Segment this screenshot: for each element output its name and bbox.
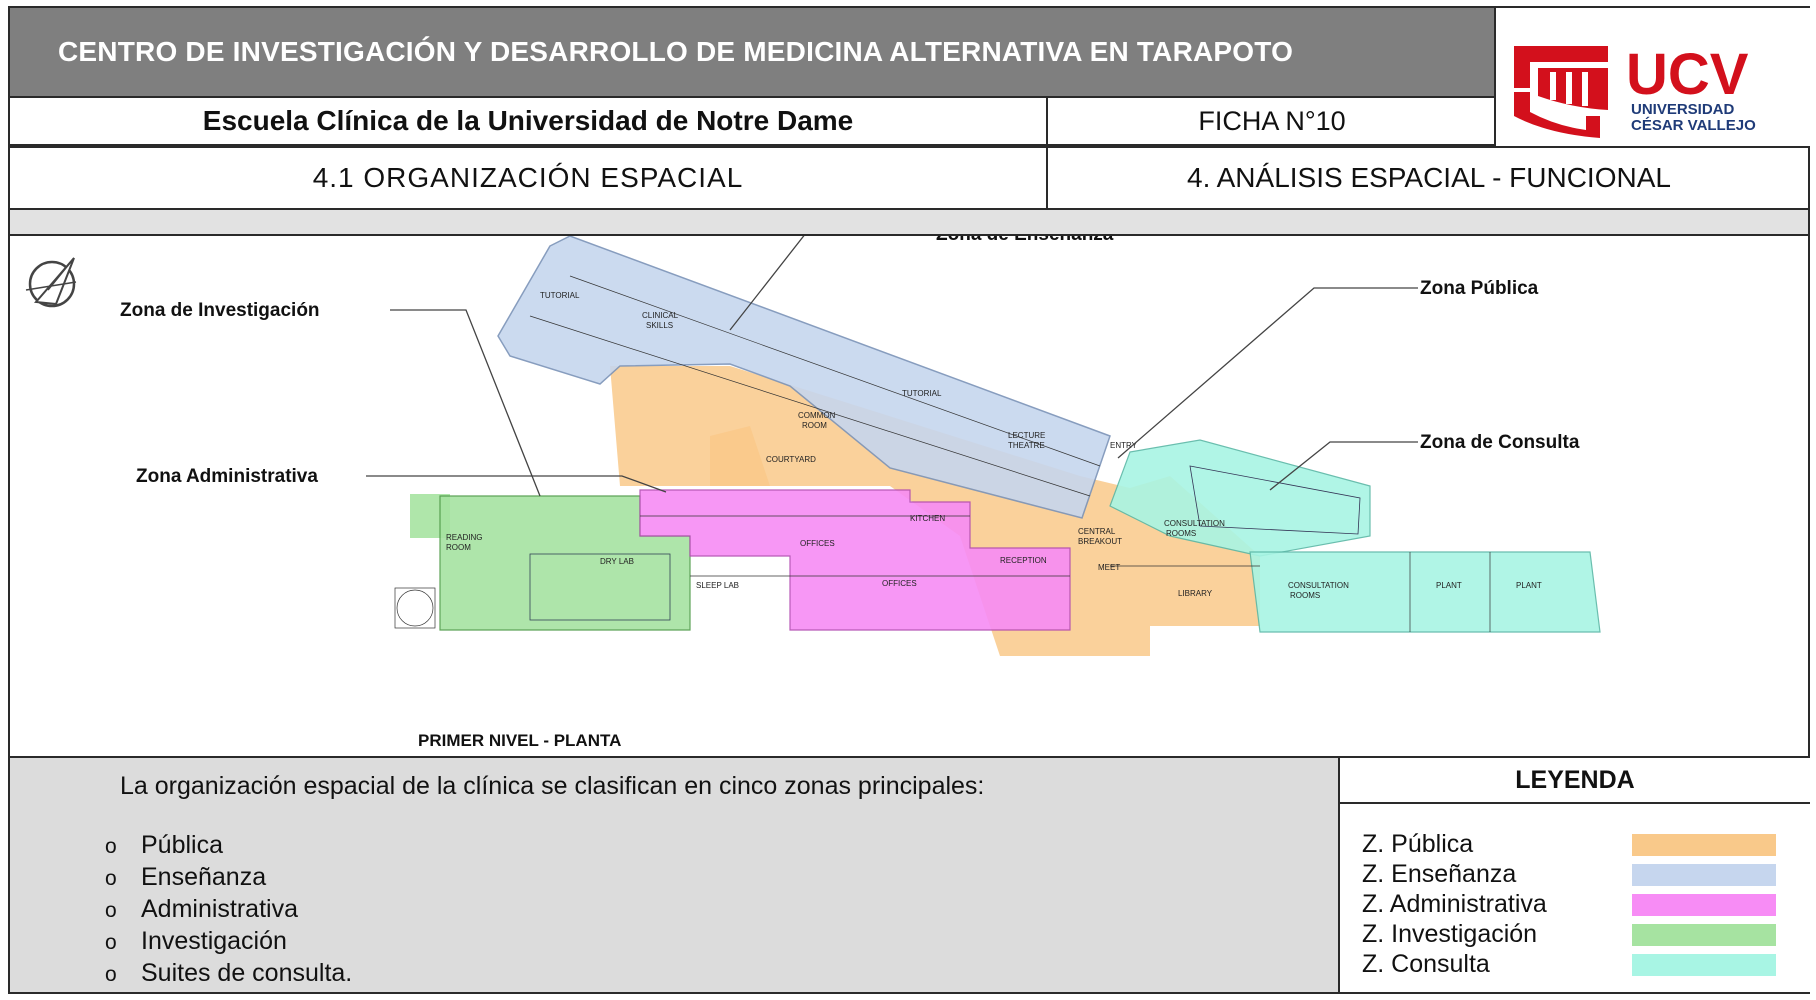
ucv-logo: UCV UNIVERSIDAD CÉSAR VALLEJO [1494,8,1810,146]
room-label: OFFICES [882,579,917,588]
legend-label: Z. Consulta [1362,950,1490,978]
zone-list-item: Suites de consulta. [105,958,352,990]
room-label: KITCHEN [910,514,945,523]
floor-plan: TUTORIAL CLINICAL SKILLS COMMON ROOM TUT… [10,224,1808,756]
room-label: RECEPTION [1000,556,1047,565]
zone-list-item: Enseñanza [105,862,352,894]
section-row: 4.1 ORGANIZACIÓN ESPACIAL 4. ANÁLISIS ES… [10,146,1808,210]
legend-swatch [1632,954,1776,976]
room-label: MEET [1098,563,1120,572]
room-label: ROOM [446,543,471,552]
divider-band [10,210,1808,236]
legend: LEYENDA Z. Pública Z. Enseñanza Z. Admin… [1338,758,1810,992]
ucv-shield-icon [1514,46,1608,138]
legend-swatch [1632,894,1776,916]
room-label: PLANT [1436,581,1462,590]
logo-line1: UNIVERSIDAD [1631,101,1735,118]
room-label: CENTRAL [1078,527,1116,536]
zone-ensenanza [497,235,1111,519]
legend-swatch [1632,834,1776,856]
callout-consulta: Zona de Consulta [1420,432,1580,453]
zone-list-item: Pública [105,830,352,862]
room-labels: TUTORIAL CLINICAL SKILLS COMMON ROOM TUT… [446,291,1542,600]
ficha-number: FICHA N°10 [1046,98,1496,144]
legend-item-ensenanza: Z. Enseñanza [1362,860,1802,890]
room-label: TUTORIAL [902,389,942,398]
legend-label: Z. Investigación [1362,920,1538,948]
room-label: CLINICAL [642,311,679,320]
logo-acronym: UCV [1626,42,1749,107]
room-label: LECTURE [1008,431,1045,440]
subtitle-row: Escuela Clínica de la Universidad de Not… [10,96,1494,146]
room-label: READING [446,533,482,542]
room-label: OFFICES [800,539,835,548]
room-label: THEATRE [1008,441,1045,450]
north-arrow-icon [25,257,77,308]
room-label: DRY LAB [600,557,634,566]
zone-consulta [1109,439,1601,633]
room-label: COURTYARD [766,455,816,464]
room-label: SKILLS [646,321,673,330]
callout-investigacion: Zona de Investigación [120,300,320,321]
plan-caption: PRIMER NIVEL - PLANTA [418,731,621,750]
zone-list-item: Investigación [105,926,352,958]
school-name: Escuela Clínica de la Universidad de Not… [202,105,854,136]
room-label: SLEEP LAB [696,581,739,590]
legend-swatch [1632,864,1776,886]
legend-label: Z. Pública [1362,830,1474,858]
room-label: PLANT [1516,581,1542,590]
legend-label: Z. Enseñanza [1362,860,1517,888]
room-label: ROOMS [1290,591,1320,600]
callout-ensenanza: Zona de Enseñanza [936,236,1114,245]
description-intro: La organización espacial de la clínica s… [120,772,985,800]
room-label: COMMON [798,411,836,420]
sheet-frame [8,6,1810,994]
legend-swatch [1632,924,1776,946]
callout-administrativa: Zona Administrativa [136,466,318,487]
zone-list-item: Administrativa [105,894,352,926]
legend-title: LEYENDA [1340,758,1810,804]
section-title: 4.1 ORGANIZACIÓN ESPACIAL [312,162,744,193]
zone-list: Pública Enseñanza Administrativa Investi… [105,830,352,990]
room-label: CONSULTATION [1164,519,1225,528]
room-label: LIBRARY [1178,589,1213,598]
analysis-title: 4. ANÁLISIS ESPACIAL - FUNCIONAL [1046,148,1810,208]
plan-linework [394,275,1491,632]
legend-item-administrativa: Z. Administrativa [1362,890,1802,920]
room-label: CONSULTATION [1288,581,1349,590]
legend-item-publica: Z. Pública [1362,830,1802,860]
room-label: ENTRY [1110,441,1138,450]
legend-item-consulta: Z. Consulta [1362,950,1802,980]
room-label: TUTORIAL [540,291,580,300]
room-label: ROOMS [1166,529,1196,538]
main-title: CENTRO DE INVESTIGACIÓN Y DESARROLLO DE … [10,8,1494,96]
legend-label: Z. Administrativa [1362,890,1547,918]
room-label: ROOM [802,421,827,430]
zone-administrativa [639,489,1071,631]
room-label: BREAKOUT [1078,537,1122,546]
description-panel: La organización espacial de la clínica s… [10,756,1810,992]
legend-item-investigacion: Z. Investigación [1362,920,1802,950]
logo-line2: CÉSAR VALLEJO [1631,117,1756,134]
callout-publica: Zona Pública [1420,278,1539,299]
